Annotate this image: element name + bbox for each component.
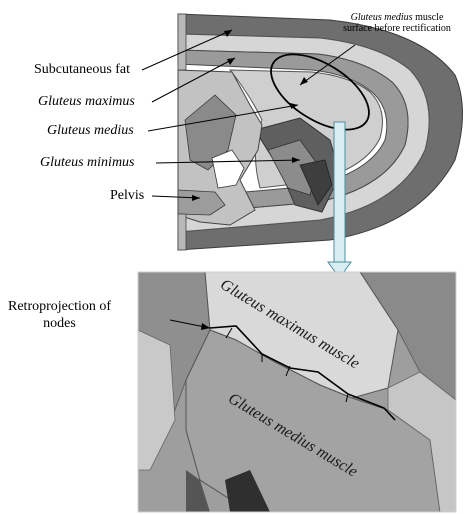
retroprojection-line1: Retroprojection of: [8, 299, 111, 314]
label-subcutaneous-fat: Subcutaneous fat: [34, 62, 130, 78]
surface-note-rest: muscle: [413, 12, 444, 23]
label-pelvis: Pelvis: [110, 188, 144, 204]
zoom-arrow-shaft: [334, 122, 345, 264]
hip-model-3d: [178, 14, 463, 250]
retroprojection-line2: nodes: [43, 316, 76, 331]
label-gluteus-minimus: Gluteus minimus: [40, 155, 135, 171]
cut-face-bottom: [178, 214, 186, 250]
zoom-panel: [138, 272, 456, 512]
surface-note-line2: surface before rectification: [343, 23, 451, 34]
label-retroprojection: Retroprojection of nodes: [8, 298, 111, 332]
cut-face-top: [178, 14, 186, 70]
surface-note-italic: Gluteus medius: [351, 12, 413, 23]
label-surface-note: Gluteus medius muscle surface before rec…: [322, 12, 472, 34]
label-gluteus-maximus: Gluteus maximus: [38, 94, 135, 110]
label-gluteus-medius: Gluteus medius: [47, 123, 134, 139]
